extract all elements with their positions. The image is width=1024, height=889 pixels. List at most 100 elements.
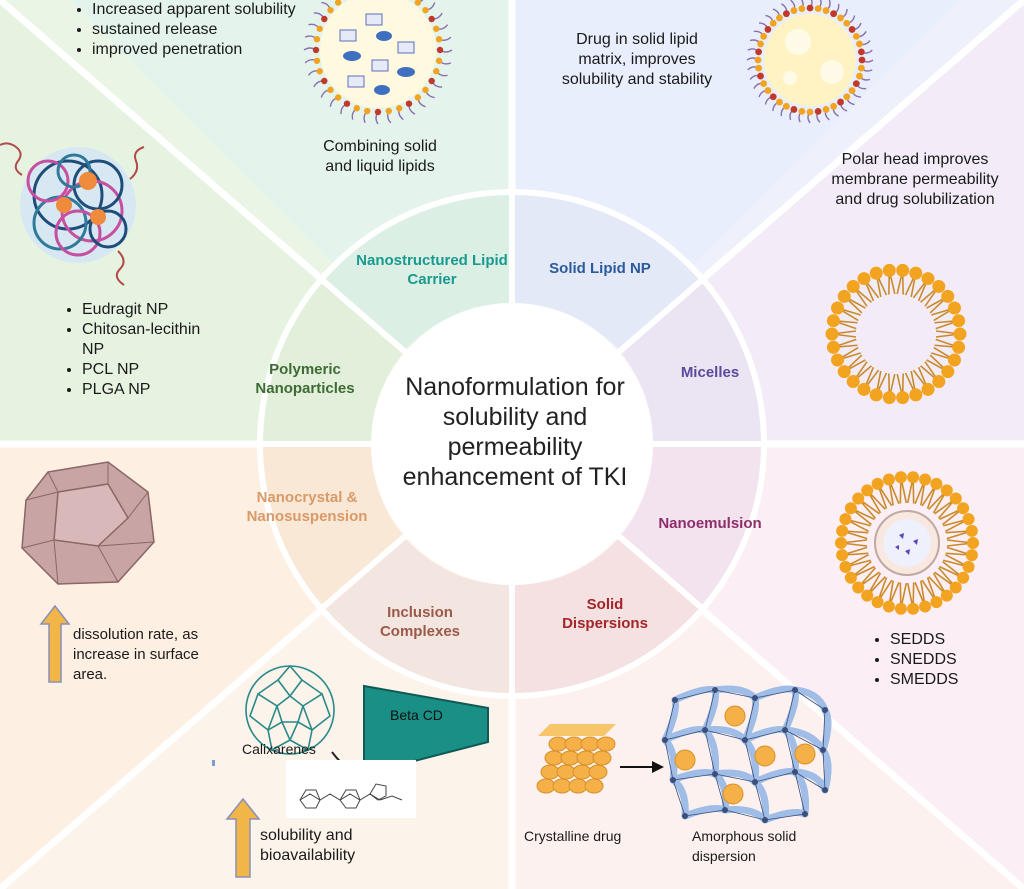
lipid-head (334, 94, 342, 101)
dispersion-arrow-head (652, 761, 664, 773)
lipid-head (837, 365, 851, 379)
lipid-head (343, 100, 351, 107)
lipid-head (806, 108, 814, 116)
crosslink (672, 779, 686, 817)
drug-particle (754, 745, 776, 767)
crosslink (794, 689, 826, 711)
lipid-head (757, 72, 764, 80)
node (682, 813, 688, 819)
crosslink (714, 773, 726, 811)
lipid-head (857, 64, 865, 72)
lipid-head (435, 36, 443, 43)
crosslink (714, 773, 756, 783)
list-item: improved penetration (92, 40, 312, 60)
crystal-cell (540, 764, 560, 780)
segment-label-nanocrystal: Nanocrystal & Nanosuspension (246, 489, 368, 525)
list-item: PCL NP (82, 360, 222, 380)
polymer-strand (701, 726, 719, 778)
crosslink (822, 749, 826, 791)
lipid-head (769, 93, 777, 101)
nanocrystal-caption: dissolution rate, as increase in surface… (73, 626, 199, 683)
amorphous-label: Amorphous solid dispersion (692, 828, 797, 864)
lipid-head (364, 107, 371, 115)
lipid-head (857, 48, 865, 56)
lipid-head (831, 301, 845, 315)
amorphous-dispersion-illustration (661, 685, 832, 824)
lipid-head (831, 353, 845, 367)
lipid-head (848, 87, 856, 94)
lipid-head (822, 106, 830, 113)
lipid-head (952, 314, 966, 328)
crosslink (784, 729, 796, 773)
list-item: Increased apparent solubility (92, 0, 312, 20)
lipid-head (858, 56, 866, 64)
lipid-head (414, 94, 422, 101)
segment-label-solid-dispersions: Solid Dispersions (562, 596, 648, 632)
center-circle (371, 303, 653, 585)
segment-label-sln: Solid Lipid NP (549, 260, 651, 277)
lipid-head (776, 14, 783, 22)
lipid-head (790, 7, 798, 14)
crosslink (664, 739, 674, 781)
lipid-head (760, 32, 768, 40)
lipid-head (760, 80, 768, 88)
lipid-head (814, 5, 822, 13)
lipid-head (353, 105, 360, 112)
lipid-head (957, 571, 970, 584)
crosslink (684, 809, 726, 817)
lipid-head (848, 26, 856, 33)
polymer-strand (781, 726, 799, 776)
list-item: Eudragit NP (82, 300, 222, 320)
lipid-head (396, 105, 403, 112)
polymer-strand (791, 768, 809, 818)
lipid-head (949, 492, 962, 505)
ring-inclusion (321, 537, 512, 697)
sln-particle-illustration (746, 0, 874, 124)
crosslink (764, 813, 806, 821)
lipid-head (907, 471, 920, 484)
crosslink (784, 729, 824, 751)
crosslink (704, 689, 716, 731)
lipid-head (967, 537, 979, 549)
lipid-head (921, 382, 935, 396)
lipid-head (856, 72, 863, 80)
crystal-cell (552, 778, 572, 794)
segment-label-polymeric: Polymeric Nanoparticles (255, 361, 355, 397)
lipid-head (882, 391, 896, 405)
molecule-structure (299, 783, 403, 809)
up-arrow-icon-dissolution (39, 604, 71, 683)
lipid-head (755, 64, 763, 72)
ring-nlc (321, 191, 512, 351)
lipid-head (433, 68, 440, 75)
crosslink (714, 689, 756, 699)
lipid-head (869, 388, 883, 402)
node (672, 697, 678, 703)
ring-soliddisp (512, 537, 703, 697)
lipid-head (871, 477, 884, 490)
crosslink (794, 771, 806, 815)
lipid-head (852, 32, 860, 40)
lipid-head (836, 549, 849, 562)
lipid-head (835, 537, 847, 549)
lipid-head (806, 4, 814, 12)
node (712, 771, 718, 777)
lipid-head (947, 353, 961, 367)
lipid-head (757, 40, 764, 48)
lipid-head (312, 46, 320, 54)
center-title: Nanoformulation for solubility and perme… (402, 373, 628, 491)
lipid-head (869, 266, 883, 280)
crystal-cell (592, 750, 612, 766)
lipid-head (856, 40, 863, 48)
lipid-head (837, 14, 844, 22)
segment-label-micelles: Micelles (680, 364, 740, 381)
lipid-head (846, 279, 860, 293)
crosslink (822, 709, 826, 751)
segment-label-inclusion: Inclusion Complexes (379, 604, 461, 640)
lipid-head (316, 25, 323, 32)
lipid-head (790, 106, 798, 113)
lipid-head (941, 365, 955, 379)
up-arrow-icon-solubility (225, 797, 261, 878)
node (802, 811, 808, 817)
molecule-card (286, 760, 416, 818)
node (742, 737, 748, 743)
